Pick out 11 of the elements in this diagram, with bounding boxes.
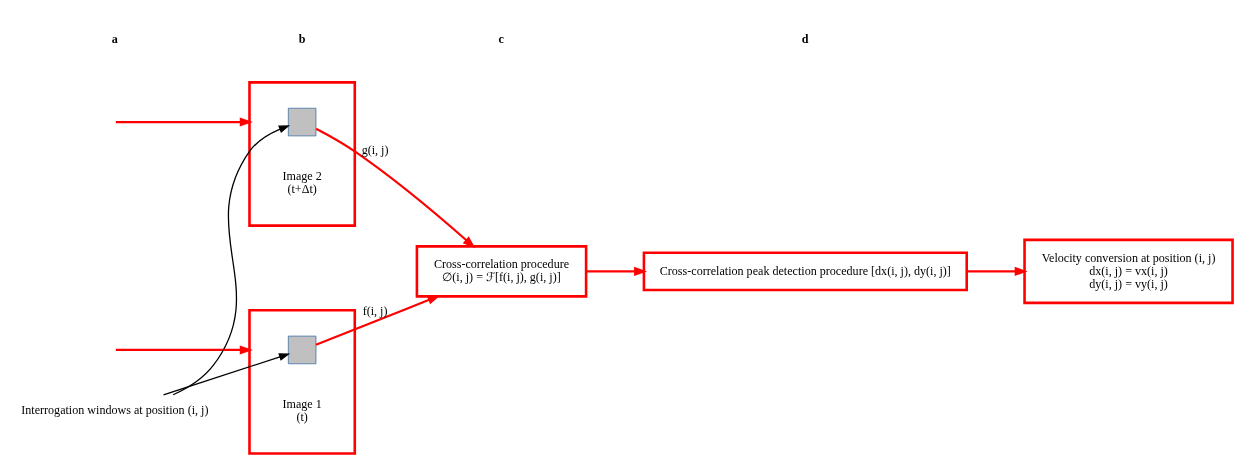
label: b (298, 32, 306, 47)
node-label: Image 2 (282, 169, 322, 184)
node-label: Image 1 (282, 396, 322, 411)
label: d (801, 32, 809, 47)
label: a (111, 32, 118, 47)
node-label: (t+Δt) (287, 182, 317, 197)
label: c (498, 32, 504, 47)
edge-label: g(i, j) (361, 143, 389, 158)
edge-label: f(i, j) (362, 303, 388, 318)
node-text: Interrogation windows at position (i, j) (21, 402, 209, 417)
node-label: (t) (296, 409, 308, 424)
